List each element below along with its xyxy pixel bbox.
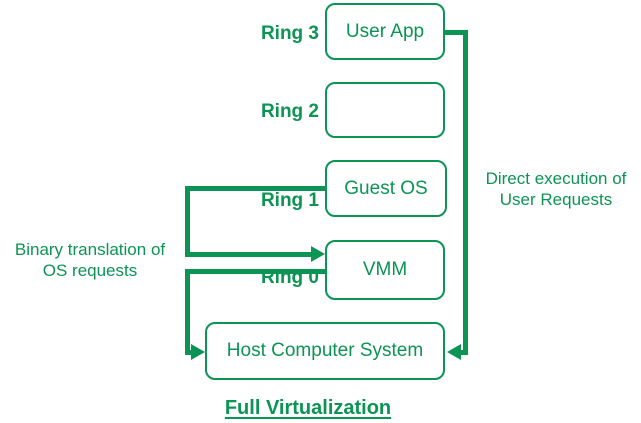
arrowhead-into-host-right-icon (447, 344, 461, 360)
ring-0-label: Ring 0 (260, 267, 319, 288)
direct-execution-vertical-segment (463, 30, 468, 355)
binary-translation-top-segment (185, 186, 325, 191)
direct-execution-annotation: Direct execution of User Requests (475, 168, 637, 210)
vmm-box: VMM (325, 240, 445, 300)
direct-execution-top-segment (445, 30, 468, 35)
direct-execution-annotation-line1: Direct execution of (485, 169, 627, 188)
binary-translation-annotation-line2: OS requests (42, 261, 138, 280)
vmm-box-label: VMM (362, 259, 408, 280)
host-computer-system-box: Host Computer System (205, 322, 445, 380)
diagram-title: Full Virtualization (224, 397, 392, 419)
ring-3-label: Ring 3 (260, 23, 319, 44)
binary-translation-vertical-segment (185, 186, 190, 257)
arrowhead-into-host-left-icon (191, 344, 205, 360)
vmm-to-host-bottom-segment (185, 350, 193, 355)
ring-2-empty-box (325, 82, 445, 138)
vmm-to-host-top-segment (185, 269, 325, 274)
direct-execution-annotation-line2: User Requests (499, 190, 613, 209)
guest-os-box-label: Guest OS (344, 177, 428, 199)
guest-os-box: Guest OS (325, 160, 447, 217)
vmm-to-host-vertical-segment (185, 269, 190, 355)
ring-2-label: Ring 2 (260, 101, 319, 122)
user-app-box-label: User App (345, 20, 425, 42)
binary-translation-bottom-segment (185, 252, 313, 257)
user-app-box: User App (325, 3, 445, 60)
arrowhead-into-vmm-icon (311, 246, 325, 262)
ring-1-label: Ring 1 (260, 190, 319, 211)
host-computer-system-box-label: Host Computer System (226, 340, 424, 361)
binary-translation-annotation-line1: Binary translation of (14, 240, 166, 259)
direct-execution-bottom-segment (455, 350, 468, 355)
binary-translation-annotation: Binary translation of OS requests (2, 239, 178, 281)
